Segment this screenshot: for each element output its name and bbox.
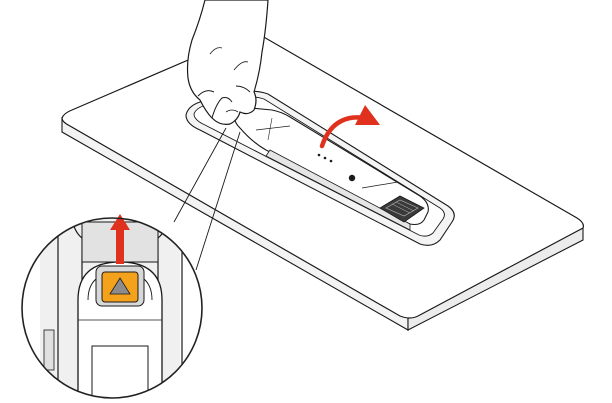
magnified-detail <box>21 214 203 399</box>
control-panel <box>234 107 429 231</box>
magnifier-ring <box>21 217 203 399</box>
pull-up-arrow-icon <box>110 214 130 264</box>
lift-direction-arrow-icon <box>319 104 381 149</box>
triangle-latch-icon <box>109 277 131 295</box>
callout-lines <box>173 127 241 271</box>
hand-icon <box>186 0 269 125</box>
